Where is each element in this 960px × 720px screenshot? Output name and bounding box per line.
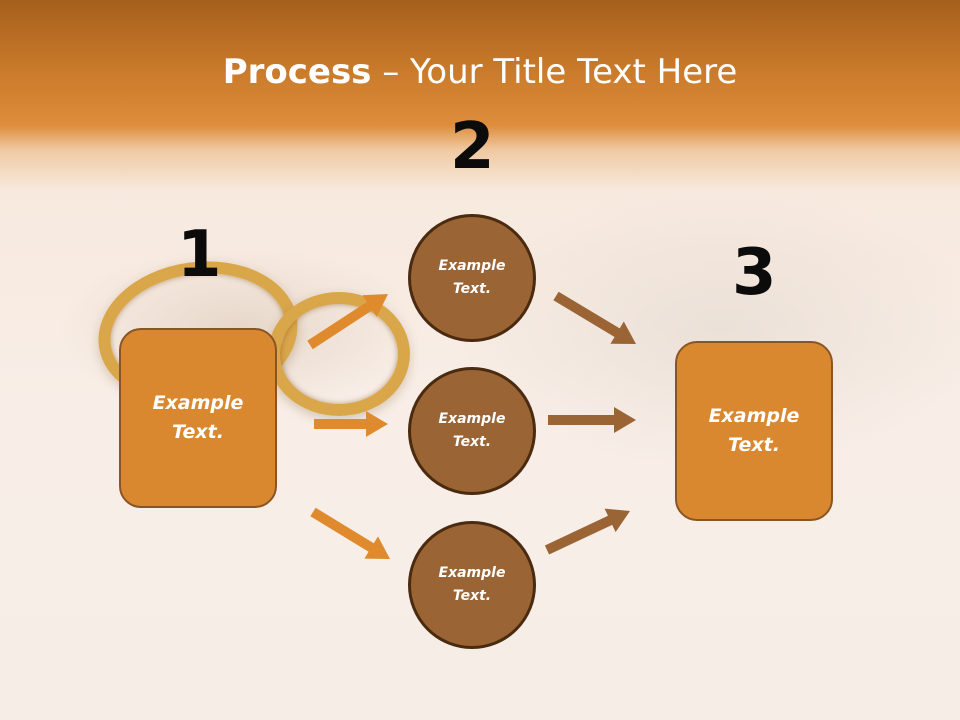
arrow-from-circle-top: [553, 291, 636, 344]
step-3-number: 3: [732, 236, 777, 310]
start-box[interactable]: Example Text.: [119, 328, 277, 508]
end-box-label: Example Text.: [708, 405, 800, 456]
end-box[interactable]: Example Text.: [675, 341, 833, 521]
circle-bottom-label: Example Text.: [438, 565, 506, 604]
title-bold-part: Process: [222, 52, 372, 92]
step-2-number: 2: [450, 110, 495, 184]
circle-top[interactable]: Example Text.: [408, 214, 536, 342]
step-1-number: 1: [177, 218, 222, 292]
circle-middle[interactable]: Example Text.: [408, 367, 536, 495]
circle-middle-label: Example Text.: [438, 411, 506, 450]
arrow-from-circle-bottom: [544, 508, 630, 555]
title-rest-part: – Your Title Text Here: [371, 52, 738, 92]
arrow-to-circle-bottom: [310, 507, 390, 559]
arrow-to-circle-middle: [314, 411, 388, 437]
circle-top-label: Example Text.: [438, 258, 506, 297]
arrow-from-circle-middle: [548, 407, 636, 433]
start-box-label: Example Text.: [152, 392, 244, 443]
arrow-to-circle-top: [307, 294, 388, 350]
circle-bottom[interactable]: Example Text.: [408, 521, 536, 649]
slide-title: Process – Your Title Text Here: [0, 52, 960, 92]
